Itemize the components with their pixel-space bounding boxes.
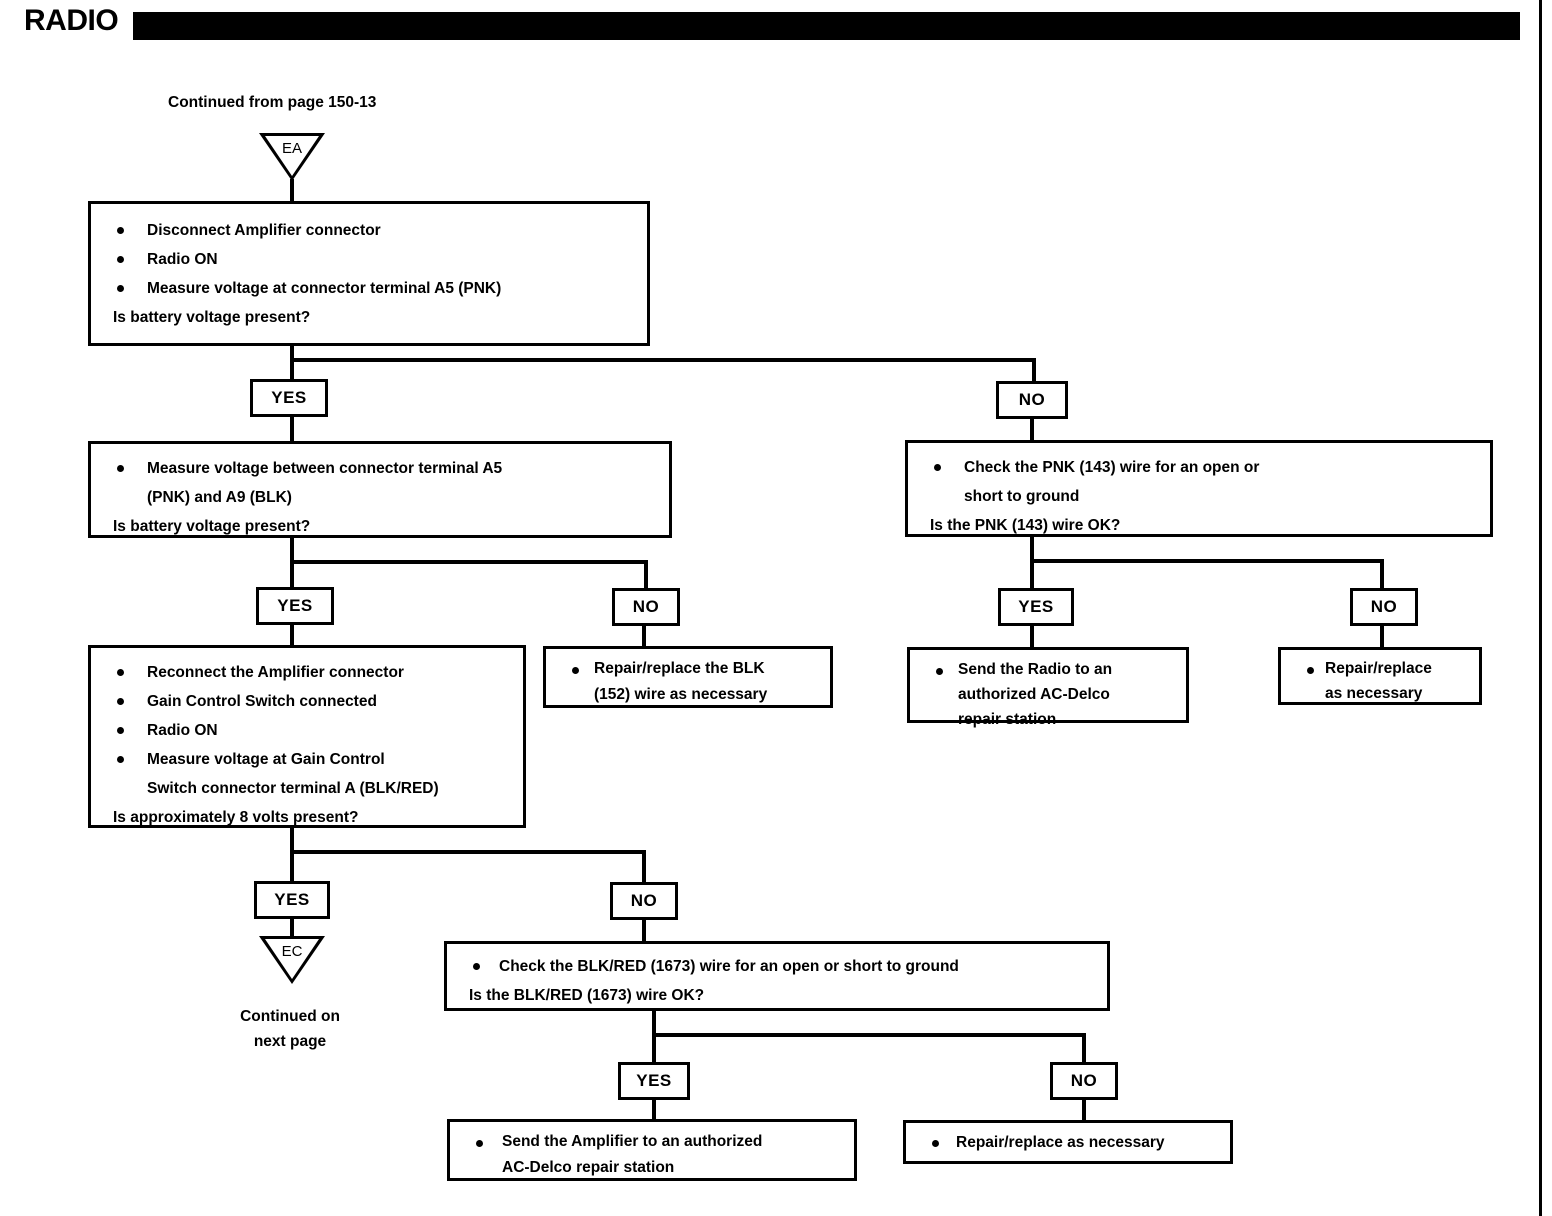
node-pnk-check: Check the PNK (143) wire for an open or … — [905, 440, 1493, 537]
blk152-line2: (152) wire as necessary — [594, 686, 768, 703]
line-gainno-to-blkred — [642, 920, 646, 942]
gain-bullet-3: Radio ON — [91, 716, 523, 745]
triangle-inner-ea — [265, 136, 319, 176]
line-blkred-yes-drop — [652, 1033, 656, 1063]
line-blkredyes-to-box — [652, 1100, 656, 1120]
step1-bullet-3: Measure voltage at connector terminal A5… — [91, 274, 647, 303]
pnk-bullet-line2: short to ground — [964, 488, 1080, 505]
step2yes-bullet-line2: (PNK) and A9 (BLK) — [147, 489, 292, 506]
node-step2-yes: Measure voltage between connector termin… — [88, 441, 672, 538]
node-send-radio: Send the Radio to an authorized AC-Delco… — [907, 647, 1189, 728]
gain-bullet-4-line1: Measure voltage at Gain Control — [91, 745, 523, 774]
continued-next-line2: next page — [253, 1033, 327, 1050]
blk152-line1: Repair/replace the BLK — [546, 656, 830, 682]
line-gain-branch-h — [290, 850, 646, 854]
branch-yes-step1: YES — [250, 379, 328, 417]
line-pnkno-to-box — [1380, 626, 1384, 648]
connector-ec-label: EC — [281, 943, 303, 960]
line-pnk-branch-h — [1030, 559, 1384, 563]
send-amp-line1: Send the Amplifier to an authorized — [450, 1129, 854, 1155]
send-radio-line3: repair station — [958, 711, 1057, 728]
blkred-bullet: Check the BLK/RED (1673) wire for an ope… — [447, 952, 1107, 981]
step1-question: Is battery voltage present? — [113, 309, 311, 326]
line-blkredno-to-box — [1082, 1100, 1086, 1120]
line-blkred-down — [652, 1011, 656, 1033]
step1-bullet-2: Radio ON — [91, 245, 647, 274]
gain-question: Is approximately 8 volts present? — [113, 809, 359, 826]
line-step1-down — [290, 346, 294, 362]
line-step2-no-drop — [644, 560, 648, 588]
send-radio-line1: Send the Radio to an — [910, 657, 1186, 682]
line-gain-down — [290, 828, 294, 850]
line-blkred-branch-h — [652, 1033, 1086, 1037]
line-pnkyes-to-box — [1030, 626, 1034, 648]
pnk-question: Is the PNK (143) wire OK? — [930, 517, 1121, 534]
branch-yes-gain: YES — [254, 881, 330, 919]
line-step1-no-drop — [1032, 358, 1036, 382]
branch-no-pnk: NO — [1350, 588, 1418, 626]
line-ea-to-step1 — [290, 179, 294, 203]
step2yes-bullet-line1: Measure voltage between connector termin… — [91, 454, 669, 483]
branch-no-step1: NO — [996, 381, 1068, 419]
header-black-bar — [133, 12, 1520, 40]
pnk-bullet-line1: Check the PNK (143) wire for an open or — [908, 453, 1490, 482]
gain-bullet-1: Reconnect the Amplifier connector — [91, 658, 523, 687]
line-yes2-to-step3 — [290, 625, 294, 647]
gain-bullet-2: Gain Control Switch connected — [91, 687, 523, 716]
connector-ea-label: EA — [281, 140, 302, 157]
send-radio-line2: authorized AC-Delco — [958, 686, 1110, 703]
triangle-inner-ec — [265, 939, 319, 979]
repair-blkred-line1: Repair/replace as necessary — [906, 1129, 1230, 1157]
line-blkred-no-drop — [1082, 1033, 1086, 1063]
node-step1: Disconnect Amplifier connector Radio ON … — [88, 201, 650, 346]
send-amp-line2: AC-Delco repair station — [502, 1159, 675, 1176]
node-send-amplifier: Send the Amplifier to an authorized AC-D… — [447, 1119, 857, 1181]
line-step1-branch-h — [290, 358, 1036, 362]
line-pnk-no-drop — [1380, 559, 1384, 589]
page-header: RADIO — [0, 0, 1552, 46]
node-gain-control: Reconnect the Amplifier connector Gain C… — [88, 645, 526, 828]
line-gain-no-drop — [642, 850, 646, 882]
node-repair-blkred: Repair/replace as necessary — [903, 1120, 1233, 1164]
branch-no-step2: NO — [612, 588, 680, 626]
node-repair-blk152: Repair/replace the BLK (152) wire as nec… — [543, 646, 833, 708]
line-step2-branch-h — [290, 560, 648, 564]
branch-no-gain: NO — [610, 882, 678, 920]
line-no2-to-blk — [642, 626, 646, 648]
branch-yes-blkred: YES — [618, 1062, 690, 1100]
branch-yes-step2: YES — [256, 587, 334, 625]
page-title: RADIO — [24, 4, 119, 37]
line-yes1-to-step2 — [290, 417, 294, 444]
page-border-right — [1539, 0, 1542, 1216]
line-step2-down — [290, 538, 294, 560]
line-gain-yes-drop — [290, 850, 294, 882]
line-no1-to-pnk — [1030, 419, 1034, 441]
node-repair-pnk: Repair/replace as necessary — [1278, 647, 1482, 705]
continued-from-label: Continued from page 150-13 — [168, 94, 377, 111]
repair-pnk-line2: as necessary — [1325, 685, 1423, 702]
repair-pnk-line1: Repair/replace — [1281, 656, 1479, 681]
gain-bullet-4-line2: Switch connector terminal A (BLK/RED) — [147, 780, 439, 797]
step1-bullet-1: Disconnect Amplifier connector — [91, 216, 647, 245]
line-pnk-yes-drop — [1030, 559, 1034, 589]
line-gainyes-to-ec — [290, 919, 294, 937]
branch-yes-pnk: YES — [998, 588, 1074, 626]
branch-no-blkred: NO — [1050, 1062, 1118, 1100]
line-step2-yes-drop — [290, 560, 294, 588]
node-blkred-check: Check the BLK/RED (1673) wire for an ope… — [444, 941, 1110, 1011]
line-pnk-down — [1030, 537, 1034, 559]
blkred-question: Is the BLK/RED (1673) wire OK? — [469, 987, 705, 1004]
line-step1-yes-drop — [290, 358, 294, 380]
step2yes-question: Is battery voltage present? — [113, 518, 311, 535]
continued-next-line1: Continued on — [240, 1008, 340, 1025]
